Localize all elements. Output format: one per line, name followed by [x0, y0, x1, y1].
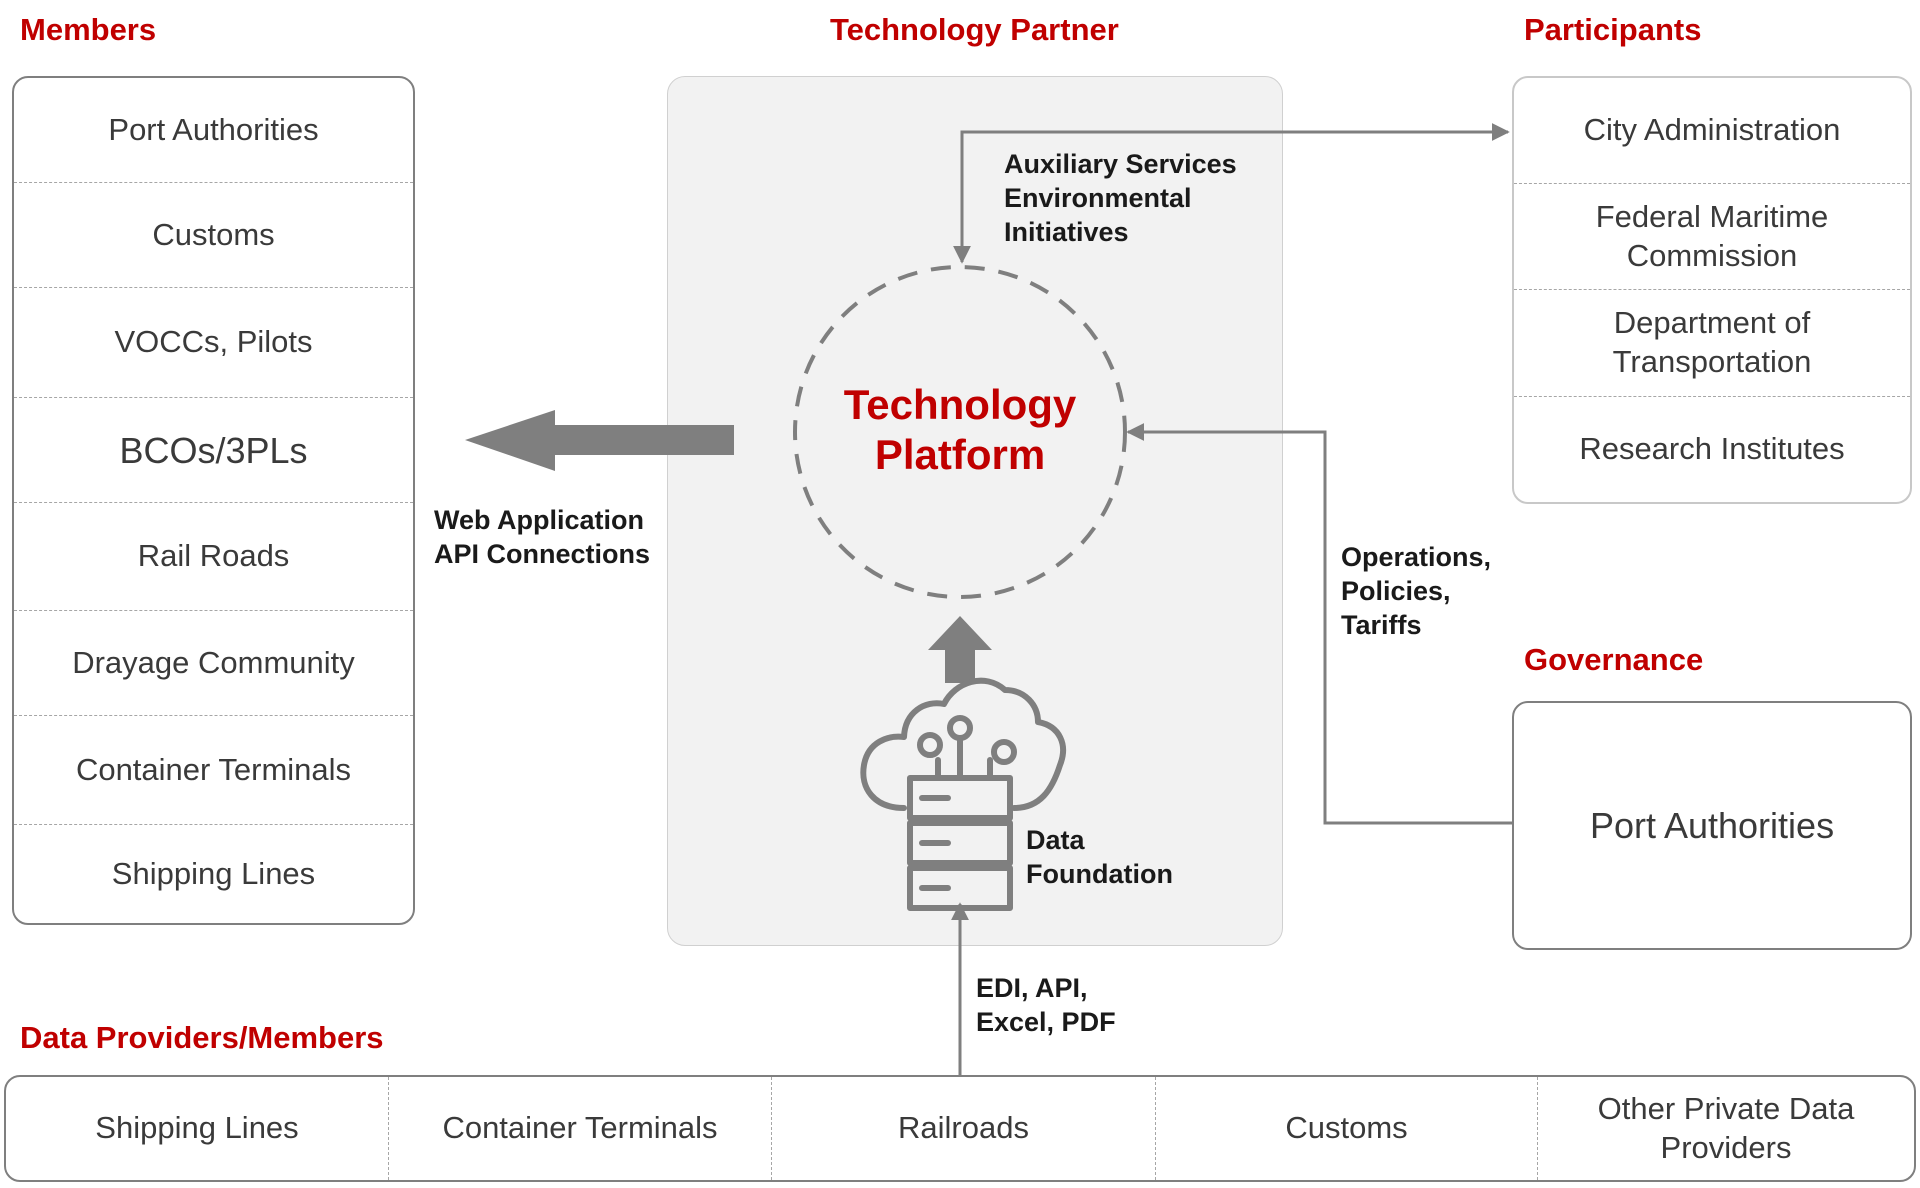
label-line: EDI, API,: [976, 973, 1088, 1003]
web-application-arrow: [465, 410, 734, 471]
data-providers-list: Shipping Lines Container Terminals Railr…: [4, 1075, 1916, 1182]
label-line: Policies,: [1341, 575, 1451, 606]
platform-circle: [793, 265, 1127, 599]
member-item: VOCCs, Pilots: [14, 288, 413, 398]
edi-label: EDI, API, Excel, PDF: [976, 972, 1116, 1040]
member-item-label: Shipping Lines: [111, 855, 316, 891]
label-line: Environmental: [1004, 182, 1192, 213]
members-list: Port Authorities Customs VOCCs, Pilots B…: [12, 76, 415, 925]
label-line: Excel, PDF: [976, 1006, 1116, 1037]
provider-item: Railroads: [772, 1077, 1156, 1180]
participant-item: Federal Maritime Commission: [1514, 184, 1910, 290]
member-item: Shipping Lines: [14, 825, 413, 923]
cloud-server-icon: [860, 677, 1066, 911]
label-line: Operations,: [1341, 542, 1492, 572]
participant-item: Research Institutes: [1579, 431, 1845, 467]
label-line: Foundation: [1026, 858, 1173, 889]
label-line: Tariffs: [1341, 609, 1422, 640]
governance-box: Port Authorities: [1512, 701, 1912, 950]
label-line: Data: [1026, 825, 1085, 855]
provider-item: Customs: [1156, 1077, 1538, 1180]
data-providers-heading: Data Providers/Members: [20, 1020, 384, 1055]
participants-list: City Administration Federal Maritime Com…: [1512, 76, 1912, 504]
provider-item: Shipping Lines: [6, 1077, 389, 1180]
technology-platform-label: Technology Platform: [800, 380, 1120, 481]
technology-partner-heading: Technology Partner: [830, 12, 1119, 47]
governance-heading: Governance: [1524, 642, 1704, 677]
data-foundation-label: Data Foundation: [1026, 824, 1173, 892]
participants-connector: [953, 123, 1510, 264]
provider-item: Container Terminals: [389, 1077, 772, 1180]
member-item: Port Authorities: [14, 78, 413, 183]
members-heading: Members: [20, 12, 157, 47]
web-application-label: Web Application API Connections: [434, 504, 650, 572]
label-line: Auxiliary Services: [1004, 149, 1237, 179]
label-line: Initiatives: [1004, 216, 1129, 247]
label-line: Web Application: [434, 505, 645, 535]
member-item: Container Terminals: [14, 716, 413, 825]
participants-heading: Participants: [1524, 12, 1702, 47]
member-item: Drayage Community: [14, 611, 413, 716]
member-item: Rail Roads: [14, 503, 413, 611]
provider-item: Other Private Data Providers: [1597, 1090, 1855, 1165]
label-line: API Connections: [434, 538, 651, 569]
governance-connector: [1126, 423, 1512, 825]
platform-line1: Technology: [843, 381, 1077, 428]
auxiliary-services-label: Auxiliary Services Environmental Initiat…: [1004, 148, 1237, 249]
member-item: BCOs/3PLs: [14, 398, 413, 503]
platform-line2: Platform: [874, 431, 1046, 479]
operations-label: Operations, Policies, Tariffs: [1341, 541, 1491, 642]
member-item: Customs: [14, 183, 413, 288]
participant-item: City Administration: [1514, 78, 1910, 184]
data-foundation-up-arrow: [928, 616, 992, 683]
participant-item: Department of Transportation: [1514, 290, 1910, 397]
